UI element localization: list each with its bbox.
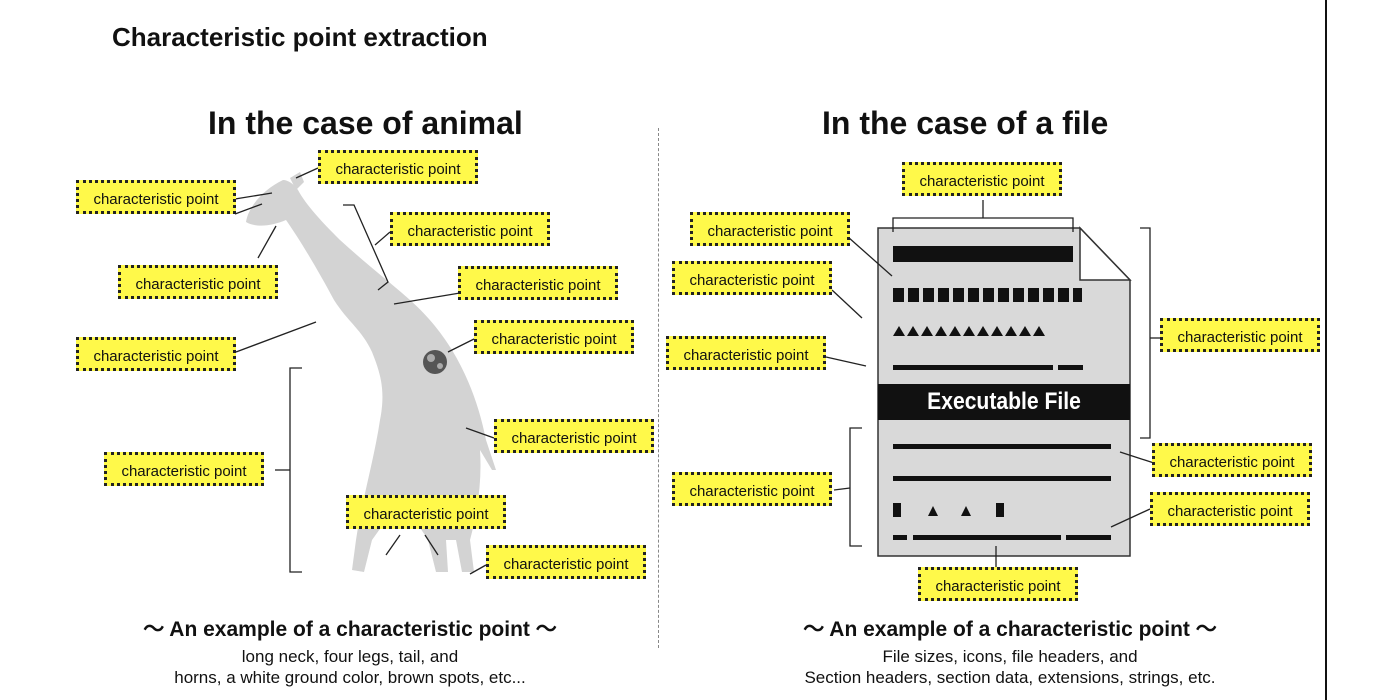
file-point-width: characteristic point [902, 162, 1062, 196]
file-subtitle: ～ An example of a characteristic point ～ [803, 618, 1217, 641]
file-leader-lines [825, 200, 1162, 567]
animal-point-legs: characteristic point [346, 495, 506, 529]
animal-point-head: characteristic point [118, 265, 278, 299]
page-title: Characteristic point extraction [112, 22, 488, 52]
animal-desc-line1: long neck, four legs, tail, and [241, 647, 459, 666]
file-point-section-header: characteristic point [1160, 318, 1320, 352]
animal-point-ears: characteristic point [76, 180, 236, 214]
animal-heading: In the case of animal [208, 105, 523, 141]
animal-point-tail: characteristic point [494, 419, 654, 453]
executable-file-document [877, 226, 1132, 557]
animal-subtitle: ～ An example of a characteristic point ～ [143, 618, 557, 641]
animal-desc-line2: horns, a white ground color, brown spots… [174, 668, 526, 687]
animal-point-horns: characteristic point [318, 150, 478, 184]
file-point-section-lines: characteristic point [1152, 443, 1312, 477]
file-point-header: characteristic point [690, 212, 850, 246]
animal-point-neck: characteristic point [458, 266, 618, 300]
slide-border [1325, 0, 1327, 700]
animal-point-height: characteristic point [104, 452, 264, 486]
file-point-strings: characteristic point [666, 336, 826, 370]
file-point-blocks: characteristic point [672, 261, 832, 295]
executable-file-label: Executable File [927, 388, 1081, 415]
animal-point-mane: characteristic point [390, 212, 550, 246]
file-point-section-data: characteristic point [672, 472, 832, 506]
file-point-extension: characteristic point [1150, 492, 1310, 526]
section-divider [658, 128, 659, 648]
file-desc-line1: File sizes, icons, file headers, and [882, 647, 1138, 666]
giraffe-spot-icon [423, 350, 447, 374]
file-desc-line2: Section headers, section data, extension… [804, 668, 1216, 687]
file-heading: In the case of a file [822, 105, 1109, 141]
animal-point-spot: characteristic point [474, 320, 634, 354]
animal-point-hooves: characteristic point [486, 545, 646, 579]
animal-point-color: characteristic point [76, 337, 236, 371]
file-point-size: characteristic point [918, 567, 1078, 601]
animal-leader-lines [234, 167, 495, 575]
